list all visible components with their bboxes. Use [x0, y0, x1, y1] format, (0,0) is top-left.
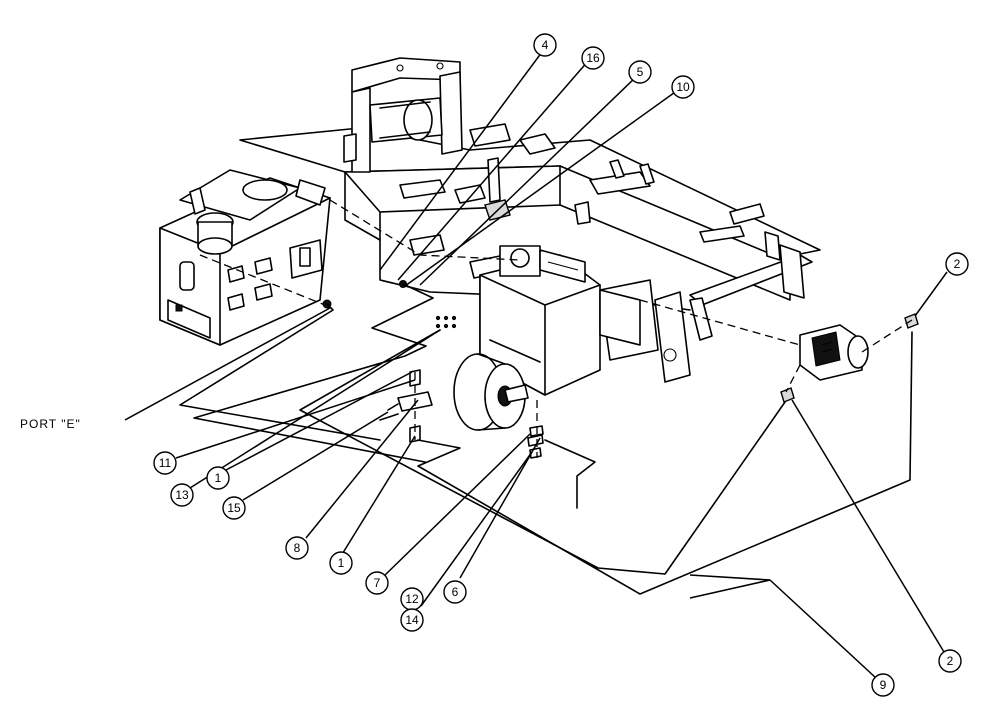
balloon-number: 12: [405, 592, 419, 606]
main-frame: [239, 123, 821, 383]
item-balloon: 9: [871, 673, 895, 697]
motor-assembly: [799, 324, 869, 381]
item-balloon: 10: [671, 75, 695, 99]
balloon-number: 4: [542, 38, 549, 52]
item-balloon: 2: [938, 649, 962, 673]
balloon-number: 15: [227, 501, 241, 515]
item-balloon: 4: [533, 33, 557, 57]
bolt-pattern: [435, 315, 457, 329]
item-balloon: 1: [206, 466, 230, 490]
balloon-number: 7: [374, 576, 381, 590]
balloon-number: 2: [954, 257, 961, 271]
balloon-number: 11: [159, 456, 172, 470]
gantry-frame: [343, 57, 463, 173]
hose-routing: [179, 283, 913, 595]
balloon-number: 1: [338, 556, 345, 570]
balloon-number: 9: [880, 678, 887, 692]
balloon-number: 6: [452, 585, 459, 599]
item-balloon: 2: [945, 252, 969, 276]
fittings: [322, 280, 919, 459]
item-balloon: 1: [329, 551, 353, 575]
balloon-number: 5: [637, 65, 644, 79]
balloon-number: 1: [215, 471, 222, 485]
balloon-number: 13: [175, 488, 189, 502]
item-balloon: 6: [443, 580, 467, 604]
balloon-number: 14: [405, 613, 419, 627]
item-balloon: 12: [400, 587, 424, 611]
item-balloon: 14: [400, 608, 424, 632]
item-balloon: 5: [628, 60, 652, 84]
port-e-label: PORT "E": [20, 417, 81, 431]
item-balloon: 13: [170, 483, 194, 507]
item-balloon: 8: [285, 536, 309, 560]
leader-lines: [124, 47, 948, 679]
balloon-number: 16: [586, 51, 600, 65]
balloon-number: 8: [294, 541, 301, 555]
item-balloon: 11: [153, 451, 177, 475]
item-balloon: 15: [222, 496, 246, 520]
item-balloon: 7: [365, 571, 389, 595]
balloon-number: 10: [676, 80, 690, 94]
balloon-number: 2: [947, 654, 954, 668]
hydraulic-tank-unit: [159, 169, 331, 346]
item-balloon: 16: [581, 46, 605, 70]
hose-reel-housing: [435, 245, 641, 431]
